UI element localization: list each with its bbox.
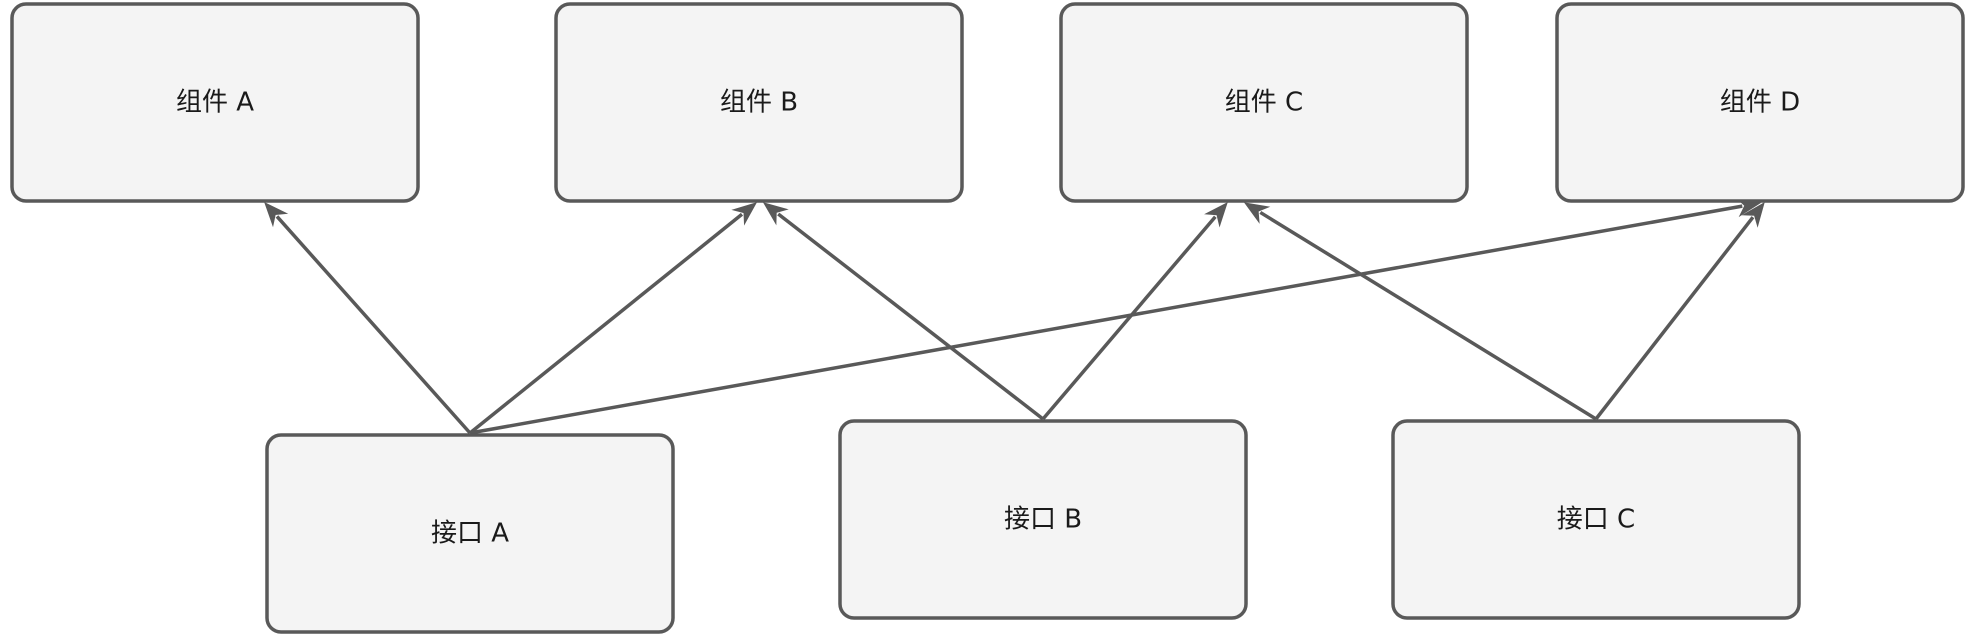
edge-iface-a-to-comp-b [468, 202, 758, 435]
edge-line [777, 212, 1045, 421]
component-d-node[interactable]: 组件 D [1555, 2, 1965, 203]
component-b-box [554, 2, 964, 203]
interface-a-node[interactable]: 接口 A [265, 433, 675, 634]
edge-iface-c-to-comp-c [1243, 202, 1597, 421]
interface-a-label: 接口 A [431, 519, 509, 549]
interface-b-box [838, 419, 1248, 620]
edge-line [275, 215, 472, 435]
component-a-box [10, 2, 420, 203]
arrow-head-icon [264, 202, 289, 228]
arrow-head-icon [731, 202, 758, 226]
arrow-head-icon [1741, 201, 1765, 228]
edge-iface-c-to-comp-d [1594, 201, 1765, 421]
edge-iface-a-to-comp-d [469, 197, 1762, 435]
edge-iface-b-to-comp-b [762, 202, 1045, 421]
component-c-node[interactable]: 组件 C [1059, 2, 1469, 203]
edge-iface-a-to-comp-a [264, 202, 472, 435]
component-a-label: 组件 A [176, 88, 254, 118]
component-d-box [1555, 2, 1965, 203]
interface-a-box [265, 433, 675, 634]
component-a-node[interactable]: 组件 A [10, 2, 420, 203]
interface-c-node[interactable]: 接口 C [1391, 419, 1801, 620]
component-c-label: 组件 C [1225, 88, 1303, 118]
edge-line [1594, 216, 1755, 421]
edge-iface-b-to-comp-c [1041, 201, 1228, 421]
component-c-box [1059, 2, 1469, 203]
arrow-head-icon [1243, 202, 1271, 224]
component-b-node[interactable]: 组件 B [554, 2, 964, 203]
interface-c-label: 接口 C [1557, 505, 1635, 535]
edge-line [469, 204, 1743, 435]
edge-line [468, 212, 744, 435]
component-d-label: 组件 D [1720, 88, 1800, 118]
arrow-head-icon [1204, 201, 1228, 228]
component-b-label: 组件 B [720, 88, 798, 118]
edge-line [1041, 215, 1217, 421]
edges-layer [264, 197, 1765, 435]
interface-c-box [1391, 419, 1801, 620]
arrow-head-icon [762, 202, 789, 226]
edge-line [1259, 210, 1597, 421]
interface-b-node[interactable]: 接口 B [838, 419, 1248, 620]
interface-b-label: 接口 B [1004, 505, 1082, 535]
